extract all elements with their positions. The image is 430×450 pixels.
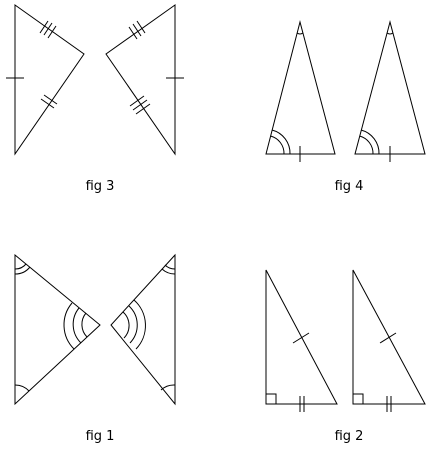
fig2-left-hyp-tick [292, 332, 310, 344]
fig1-left-top-arc-inner [14, 263, 27, 270]
fig3-right-upper-triple-tick [128, 20, 146, 40]
fig4-left-apex-arc [296, 32, 304, 35]
fig1-label: fig 1 [86, 429, 115, 444]
fig2-group: fig 2 [265, 269, 426, 444]
fig4-right-apex-arc [386, 32, 394, 35]
fig3-group: fig 3 [6, 4, 184, 194]
fig4-right-base-arc-outer [360, 129, 380, 155]
fig3-right-triangle [105, 4, 176, 156]
fig2-left-right-angle-mark [265, 393, 277, 405]
fig1-right-bottom-arc [160, 384, 176, 391]
fig1-left-bottom-arc [14, 384, 30, 392]
fig2-right-base-double-tick [386, 396, 392, 412]
fig1-right-top-arc-inner [164, 264, 176, 270]
fig4-left-triangle [265, 20, 336, 155]
fig1-right-top-arc-outer [161, 268, 176, 275]
fig1-right-mid-arc-3 [133, 299, 146, 350]
fig1-right-mid-arc-2 [128, 305, 138, 344]
fig1-group: fig 1 [14, 253, 176, 444]
fig1-right-triangle [110, 253, 176, 406]
fig1-left-mid-arc-3 [63, 302, 75, 350]
fig2-right-right-angle-mark [352, 393, 364, 405]
fig4-group: fig 4 [265, 20, 426, 194]
fig3-right-lower-triple-tick [129, 95, 151, 115]
fig4-left-base-arc-inner [270, 135, 285, 155]
fig1-left-triangle [14, 253, 101, 406]
fig4-label: fig 4 [335, 179, 364, 194]
fig4-right-base-arc-inner [359, 135, 374, 155]
fig3-left-triangle [14, 4, 85, 156]
fig2-right-hyp-tick [379, 332, 397, 344]
fig3-left-lower-double-tick [40, 94, 58, 109]
fig4-left-base-arc-outer [271, 129, 291, 155]
fig1-right-mid-arc-1 [122, 311, 130, 339]
fig1-left-top-arc-outer [14, 266, 31, 275]
fig2-label: fig 2 [335, 429, 364, 444]
fig4-right-triangle [354, 20, 426, 155]
fig1-left-mid-arc-2 [72, 307, 82, 344]
fig1-left-mid-arc-1 [81, 312, 88, 338]
fig2-left-base-double-tick [299, 396, 305, 412]
fig3-label: fig 3 [86, 179, 115, 194]
fig2-left-triangle [265, 269, 338, 405]
fig3-left-upper-triple-tick [39, 20, 57, 39]
